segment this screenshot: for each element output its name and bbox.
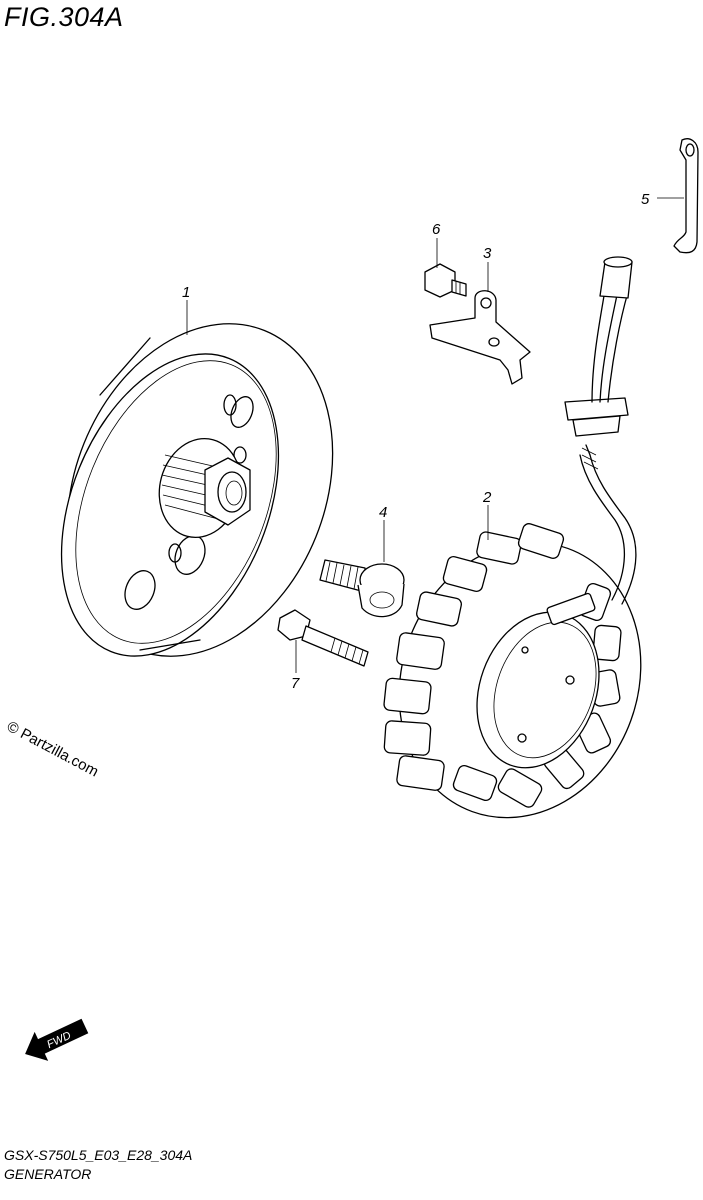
stator-wire-harness <box>564 256 637 605</box>
part-1-rotor[interactable] <box>20 284 381 697</box>
part-6-screw[interactable] <box>424 263 467 298</box>
callout-7: 7 <box>291 675 300 692</box>
callout-2: 2 <box>482 489 492 506</box>
diagram-name: GENERATOR <box>4 1166 92 1182</box>
part-4-rotor-bolt[interactable] <box>319 559 405 618</box>
fwd-label: FWD <box>45 1030 73 1051</box>
callout-1: 1 <box>182 284 190 301</box>
part-3-clamp-plate[interactable] <box>429 290 531 385</box>
callout-5: 5 <box>641 191 650 208</box>
diagram-code: GSX-S750L5_E03_E28_304A <box>4 1147 193 1163</box>
fwd-direction-arrow: FWD <box>25 1018 89 1061</box>
part-5-wire-guide[interactable] <box>673 138 699 254</box>
part-2-stator[interactable] <box>361 508 679 852</box>
callout-6: 6 <box>432 221 441 238</box>
callout-leaders <box>186 197 684 673</box>
callout-4: 4 <box>379 504 387 521</box>
callout-3: 3 <box>483 245 492 262</box>
figure-title: FIG.304A <box>4 2 124 32</box>
part-7-stator-bolt[interactable] <box>277 609 369 667</box>
